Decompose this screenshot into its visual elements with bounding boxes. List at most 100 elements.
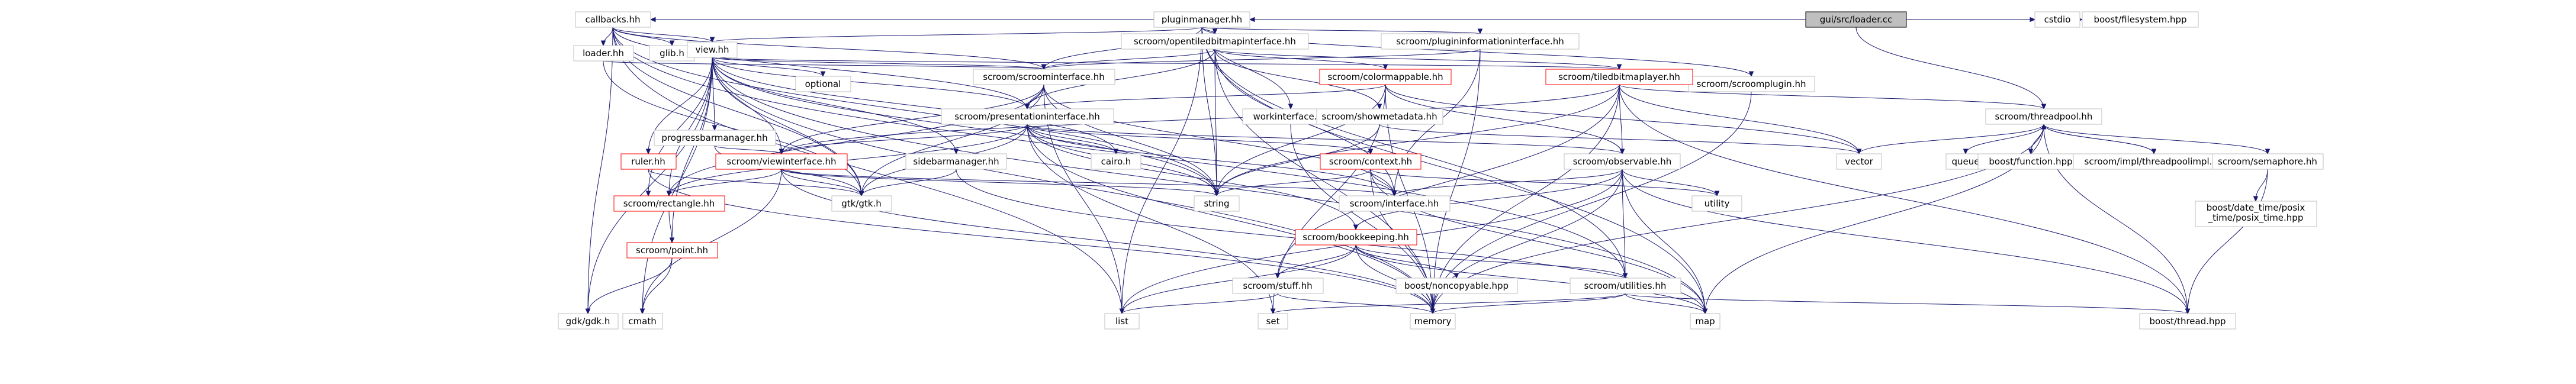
edge-line: [1214, 49, 1620, 70]
edge-root-to-threadpool: [1855, 27, 2047, 110]
node-string[interactable]: string: [1194, 195, 1240, 212]
node-set[interactable]: set: [1258, 313, 1288, 330]
node-memory[interactable]: memory: [1410, 313, 1456, 330]
node-scroomplugin[interactable]: scroom/scroomplugin.hh: [1688, 76, 1815, 92]
node-plugininfo[interactable]: scroom/plugininformationinterface.hh: [1381, 33, 1580, 50]
node-ruler[interactable]: ruler.hh: [620, 153, 677, 170]
edge-line: [1121, 293, 1278, 314]
node-list[interactable]: list: [1104, 313, 1140, 330]
edge-line: [1858, 124, 2044, 154]
node-optional[interactable]: optional: [795, 76, 851, 92]
edge-threadpool-to-map: [1702, 124, 2044, 315]
edge-line: [668, 84, 1044, 196]
node-label: scroom/viewinterface.hh: [726, 156, 836, 167]
node-cairo[interactable]: cairo.h: [1091, 153, 1141, 170]
node-semaphore[interactable]: scroom/semaphore.hh: [2212, 153, 2324, 170]
edge-arrowhead: [1212, 28, 1218, 35]
node-colormappable[interactable]: scroom/colormappable.hh: [1319, 69, 1452, 85]
edge-line: [1622, 169, 1626, 279]
node-optbm[interactable]: scroom/opentiledbitmapinterface.hh: [1121, 33, 1309, 50]
node-callbacks[interactable]: callbacks.hh: [575, 11, 651, 28]
edge-presentation-to-memory: [1027, 124, 1436, 315]
node-progressbar[interactable]: progressbarmanager.hh: [654, 130, 776, 146]
edge-line: [648, 169, 862, 196]
node-box: [1091, 153, 1141, 170]
edge-line: [668, 124, 1028, 196]
node-box: [687, 41, 738, 58]
node-gdk[interactable]: gdk/gdk.h: [558, 313, 619, 330]
edge-line: [781, 169, 862, 196]
node-presentation[interactable]: scroom/presentationinterface.hh: [941, 108, 1114, 125]
edge-line: [587, 57, 713, 314]
node-utility[interactable]: utility: [1691, 195, 1742, 212]
node-bthread[interactable]: boost/thread.hpp: [2139, 313, 2236, 330]
edge-presentation-to-context: [1027, 124, 1374, 155]
node-cstdio[interactable]: cstdio: [2034, 11, 2080, 28]
node-vector[interactable]: vector: [1836, 153, 1882, 170]
edge-line: [712, 57, 1433, 314]
node-sidebar[interactable]: sidebarmanager.hh: [905, 153, 1007, 170]
edge-line: [1355, 169, 1623, 230]
edge-line: [668, 169, 782, 196]
node-stuff[interactable]: scroom/stuff.hh: [1232, 277, 1324, 294]
node-label: boost/date_time/posix: [2207, 202, 2305, 214]
edge-arrowhead: [2028, 149, 2034, 155]
node-viewinterface[interactable]: scroom/viewinterface.hh: [715, 153, 848, 170]
node-label: scroom/plugininformationinterface.hh: [1396, 36, 1564, 47]
node-tpimpl[interactable]: scroom/impl/threadpoolimpl.hh: [2073, 153, 2236, 170]
node-tiledbitmap[interactable]: scroom/tiledbitmaplayer.hh: [1545, 69, 1693, 85]
node-box: [620, 153, 677, 170]
node-threadpool[interactable]: scroom/threadpool.hh: [1985, 108, 2102, 125]
node-cmath[interactable]: cmath: [622, 313, 663, 330]
node-view[interactable]: view.hh: [687, 41, 738, 58]
node-showmetadata[interactable]: scroom/showmetadata.hh: [1316, 108, 1443, 125]
node-bfunction[interactable]: boost/function.hpp: [1977, 153, 2085, 170]
node-rectangle[interactable]: scroom/rectangle.hh: [613, 195, 725, 212]
edge-line: [1432, 91, 1752, 314]
node-point[interactable]: scroom/point.hh: [626, 242, 718, 259]
node-gtk[interactable]: gtk/gtk.h: [831, 195, 892, 212]
node-label: set: [1266, 316, 1280, 327]
edge-line: [612, 27, 673, 46]
node-bfs[interactable]: boost/filesystem.hpp: [2082, 11, 2199, 28]
edge-line: [781, 169, 1433, 314]
edge-line: [2043, 124, 2154, 154]
node-observable[interactable]: scroom/observable.hh: [1564, 153, 1681, 170]
edge-arrowhead: [1214, 191, 1220, 197]
node-glib[interactable]: glib.h: [649, 45, 695, 62]
node-box: [622, 313, 663, 330]
edge-viewinterface-to-gtk: [781, 169, 864, 197]
node-context[interactable]: scroom/context.hh: [1320, 153, 1422, 170]
edge-point-to-gdk: [585, 257, 673, 315]
node-bdatetime[interactable]: boost/date_time/posix_time/posix_time.hp…: [2195, 201, 2317, 227]
node-root[interactable]: gui/src/loader.cc: [1805, 11, 1907, 28]
node-pluginmanager[interactable]: pluginmanager.hh: [1153, 11, 1250, 28]
edge-line: [1027, 124, 1395, 196]
edge-sidebar-to-gtk: [858, 169, 957, 197]
edge-line: [1385, 84, 1623, 154]
edge-line: [1432, 49, 1481, 314]
edge-line: [861, 169, 957, 196]
edge-line: [612, 27, 1217, 196]
edge-line: [1855, 27, 2044, 109]
node-bnoncopy[interactable]: boost/noncopyable.hpp: [1395, 277, 1518, 294]
edge-semaphore-to-bdatetime: [2253, 169, 2268, 202]
edge-progressbar-to-gtk: [714, 145, 864, 197]
edge-pluginmanager-to-plugininfo: [1201, 27, 1483, 35]
node-map[interactable]: map: [1690, 313, 1720, 330]
node-bookkeeping[interactable]: scroom/bookkeeping.hh: [1295, 229, 1417, 246]
edge-arrowhead: [645, 149, 651, 155]
node-label: workinterface.hh: [1253, 111, 1329, 122]
edge-arrowhead: [1619, 149, 1625, 155]
edge-arrowhead: [1714, 191, 1720, 197]
edge-context-to-utility: [1370, 169, 1720, 197]
node-utilities[interactable]: scroom/utilities.hh: [1570, 277, 1681, 294]
node-scroominterface[interactable]: scroom/scroominterface.hh: [973, 69, 1115, 85]
node-interface[interactable]: scroom/interface.hh: [1339, 195, 1451, 212]
node-label: queue: [1952, 156, 1980, 167]
edge-utilities-to-memory: [1430, 293, 1626, 315]
edge-line: [1027, 124, 1623, 154]
node-loader[interactable]: loader.hh: [573, 45, 634, 62]
node-box: [626, 242, 718, 259]
